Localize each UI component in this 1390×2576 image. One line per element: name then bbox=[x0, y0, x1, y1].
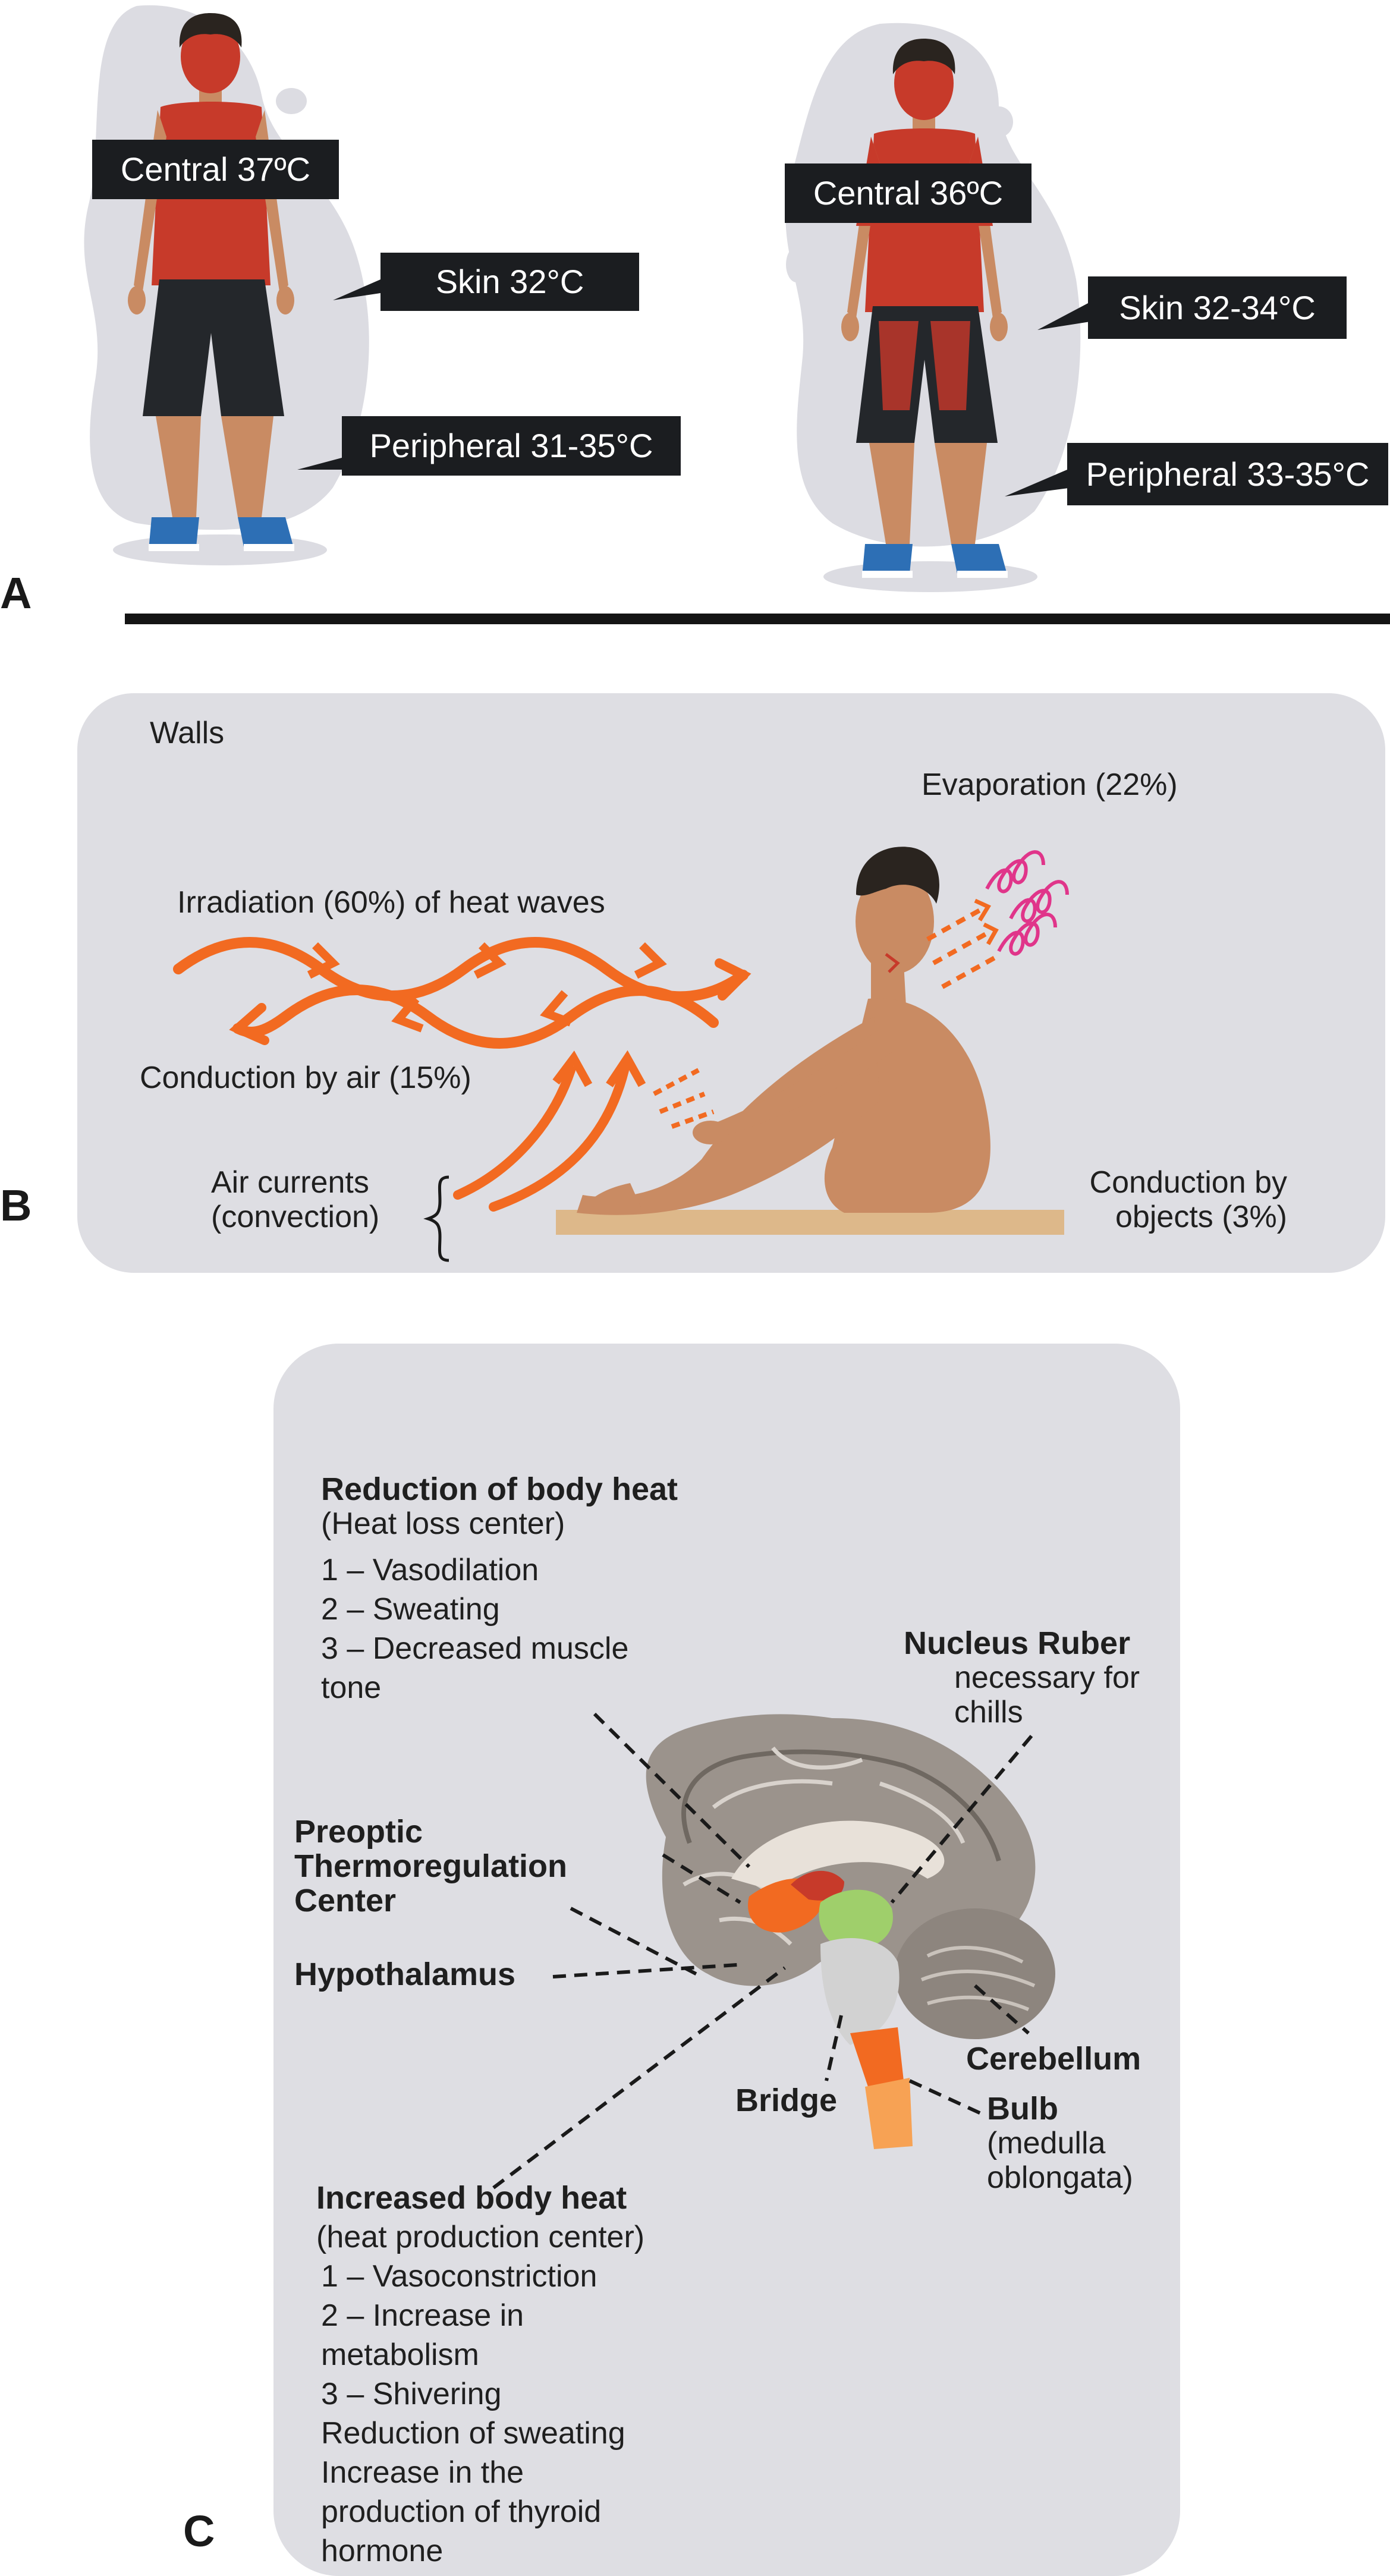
left-skin-temp-label: Skin 32°C bbox=[380, 253, 639, 311]
air-currents-line-1: Air currents bbox=[211, 1165, 369, 1200]
panel-c-illustration bbox=[273, 1344, 1180, 2576]
conduction-objects-line-1: Conduction by bbox=[1089, 1165, 1287, 1200]
walls-label: Walls bbox=[150, 716, 225, 750]
right-peripheral-temp-label: Peripheral 33-35°C bbox=[1067, 443, 1388, 505]
heat-loss-title: Reduction of body heat bbox=[321, 1471, 678, 1507]
heat-gain-line: Reduction of sweating bbox=[321, 2416, 625, 2451]
heat-gain-line: metabolism bbox=[321, 2338, 479, 2372]
conduction-objects-label: Conduction by objects (3%) bbox=[1037, 1165, 1287, 1234]
bridge-label: Bridge bbox=[735, 2083, 838, 2118]
heat-loss-item: tone bbox=[321, 1671, 382, 1705]
preoptic-line: Center bbox=[294, 1883, 397, 1918]
conduction-air-label: Conduction by air (15%) bbox=[140, 1061, 471, 1095]
preoptic-block: Preoptic Thermoregulation Center bbox=[294, 1814, 567, 1918]
panel-b-letter: B bbox=[0, 1181, 32, 1230]
heat-loss-item: 3 – Decreased muscle bbox=[321, 1631, 629, 1666]
irradiation-label: Irradiation (60%) of heat waves bbox=[177, 885, 605, 920]
heat-gain-line: 2 – Increase in bbox=[321, 2298, 524, 2333]
heat-loss-item: 1 – Vasodilation bbox=[321, 1553, 539, 1587]
right-central-temp-label: Central 36ºC bbox=[785, 163, 1032, 223]
heat-loss-subtitle: (Heat loss center) bbox=[321, 1506, 565, 1541]
conduction-objects-line-2: objects (3%) bbox=[1115, 1200, 1287, 1234]
heat-gain-line: hormone bbox=[321, 2534, 444, 2568]
cerebellum-label: Cerebellum bbox=[966, 2041, 1141, 2077]
bulb-title: Bulb bbox=[987, 2091, 1058, 2127]
heat-gain-title: Increased body heat bbox=[316, 2180, 627, 2216]
preoptic-line: Thermoregulation bbox=[294, 1848, 568, 1884]
preoptic-line: Preoptic bbox=[294, 1814, 423, 1850]
heat-gain-block: Increased body heat (heat production cen… bbox=[316, 2178, 644, 2571]
heat-loss-item: 2 – Sweating bbox=[321, 1592, 500, 1627]
heat-gain-line: production of thyroid bbox=[321, 2495, 602, 2529]
heat-loss-block: Reduction of body heat (Heat loss center… bbox=[321, 1472, 678, 1705]
hypothalamus-label: Hypothalamus bbox=[294, 1957, 516, 1992]
heat-gain-line: 3 – Shivering bbox=[321, 2377, 502, 2411]
nucleus-ruber-line: necessary for bbox=[954, 1660, 1140, 1695]
nucleus-ruber-block: Nucleus Ruber necessary for chills bbox=[904, 1626, 1140, 1729]
nucleus-ruber-title: Nucleus Ruber bbox=[904, 1625, 1131, 1661]
panel-a-letter: A bbox=[0, 568, 32, 618]
bulb-line: oblongata) bbox=[987, 2160, 1133, 2195]
heat-gain-line: Increase in the bbox=[321, 2455, 524, 2490]
right-skin-temp-label: Skin 32-34°C bbox=[1088, 276, 1347, 339]
nucleus-ruber-line: chills bbox=[954, 1695, 1023, 1729]
panel-c-letter: C bbox=[183, 2506, 215, 2556]
bulb-line: (medulla bbox=[987, 2126, 1106, 2160]
panel-b-illustration bbox=[77, 693, 1385, 1273]
evaporation-label: Evaporation (22%) bbox=[922, 768, 1178, 802]
left-peripheral-temp-label: Peripheral 31-35°C bbox=[342, 416, 681, 476]
left-central-temp-label: Central 37ºC bbox=[92, 140, 339, 199]
air-currents-line-2: (convection) bbox=[211, 1200, 380, 1234]
heat-gain-line: (heat production center) bbox=[316, 2220, 645, 2254]
bulb-block: Bulb (medulla oblongata) bbox=[987, 2091, 1133, 2195]
air-currents-label: Air currents (convection) bbox=[211, 1165, 379, 1234]
heat-gain-line: 1 – Vasoconstriction bbox=[321, 2259, 597, 2294]
